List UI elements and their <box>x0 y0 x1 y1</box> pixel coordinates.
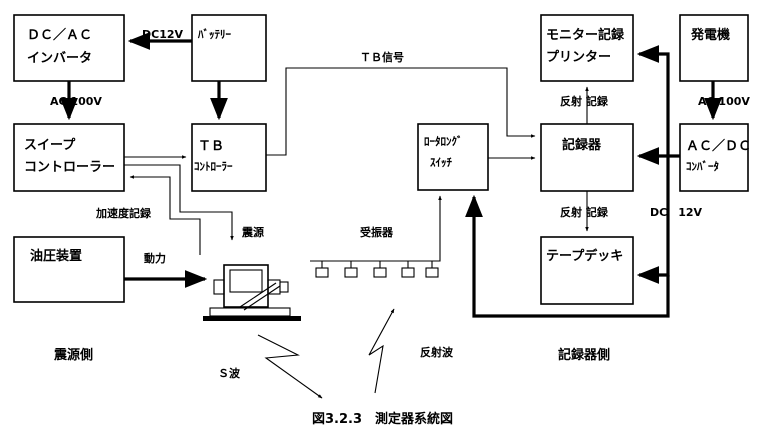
sweep-controller-label-1: スイープ <box>24 138 76 153</box>
dcac-inverter-label-2: インバータ <box>27 51 92 66</box>
geophone <box>401 261 415 278</box>
accel-feedback-arrow <box>129 175 201 255</box>
dc12v-top-label: DC12V <box>142 28 184 41</box>
sweep-to-source-arrow <box>124 164 234 241</box>
hydraulic-unit-box: 油圧装置 <box>13 236 125 303</box>
reflected-wave-label: 反射波 <box>420 345 454 359</box>
signal-lines <box>124 67 589 262</box>
figure-caption: 図3.2.3 測定器系統図 <box>312 411 453 427</box>
source-label: 震源 <box>241 225 264 239</box>
dc12v-to-printer-arrow <box>636 45 670 156</box>
sweep-controller-label-2: コントローラー <box>24 160 115 175</box>
power-label: 動力 <box>144 251 166 265</box>
geophone-to-switch-arrow <box>310 195 442 262</box>
hydraulic-unit-label: 油圧装置 <box>30 248 82 264</box>
ac100v-left-label: AC 100V <box>50 95 102 108</box>
recorder-side-label: 記録器側 <box>558 347 610 363</box>
vibrator-source-icon <box>203 264 301 321</box>
dc12v-to-switch-arrow <box>465 194 670 318</box>
acdc-converter-label-1: ＡＣ／ＤＣ <box>686 138 751 154</box>
power-lines <box>60 32 722 318</box>
s-wave-arrow <box>257 334 323 399</box>
geophone-label: 受振器 <box>360 225 394 239</box>
battery-box: ﾊﾞｯﾃﾘｰ <box>191 14 267 82</box>
accel-record-label: 加速度記録 <box>95 206 152 220</box>
geophone <box>315 261 329 278</box>
recorder-label: 記録器 <box>562 137 602 153</box>
acdc-converter-box: ＡＣ／ＤＣ ｺﾝﾊﾞｰﾀ <box>679 123 751 192</box>
tape-deck-box: テープデッキ <box>540 236 634 305</box>
generator-label: 発電機 <box>690 27 730 43</box>
geophone-array <box>315 261 439 278</box>
rotary-switch-label-2: ｽｲｯﾁ <box>430 156 452 169</box>
rotary-switch-label-1: ﾛｰﾀﾛﾝｸﾞ <box>424 134 463 148</box>
geophone <box>373 261 387 278</box>
tb-controller-label-2: ｺﾝﾄﾛｰﾗｰ <box>194 160 233 173</box>
dcac-inverter-box: ＤＣ／ＡＣ インバータ <box>13 14 125 82</box>
generator-box: 発電機 <box>679 14 749 82</box>
tb-controller-box: ＴＢ ｺﾝﾄﾛｰﾗｰ <box>191 123 267 192</box>
monitor-printer-label-2: プリンター <box>546 50 611 65</box>
reflect-record-label-1: 反射 記録 <box>560 94 609 108</box>
dcac-inverter-label-1: ＤＣ／ＡＣ <box>27 27 92 43</box>
s-wave-label: Ｓ波 <box>218 366 241 380</box>
acdc-converter-label-2: ｺﾝﾊﾞｰﾀ <box>686 159 719 173</box>
recorder-box: 記録器 <box>540 123 634 192</box>
tape-deck-label: テープデッキ <box>546 248 623 264</box>
battery-label: ﾊﾞｯﾃﾘｰ <box>197 27 231 41</box>
geophone <box>344 261 358 278</box>
source-side-label: 震源側 <box>53 347 93 363</box>
monitor-printer-label-1: モニター記録 <box>546 27 625 43</box>
dc12v-right-label: DC 12V <box>650 206 703 219</box>
sweep-controller-box: スイープ コントローラー <box>13 123 125 192</box>
reflect-record-label-2: 反射 記録 <box>560 205 609 219</box>
tb-controller-label-1: ＴＢ <box>198 139 224 154</box>
geophone <box>425 261 439 278</box>
tb-signal-label: ＴＢ信号 <box>360 50 404 64</box>
rotary-switch-box: ﾛｰﾀﾛﾝｸﾞ ｽｲｯﾁ <box>417 123 489 191</box>
ac100v-right-label: AC 100V <box>698 95 750 108</box>
reflected-wave-arrow <box>368 308 395 394</box>
monitor-printer-box: モニター記録 プリンター <box>540 14 634 82</box>
tb-signal-arrow <box>266 67 536 156</box>
